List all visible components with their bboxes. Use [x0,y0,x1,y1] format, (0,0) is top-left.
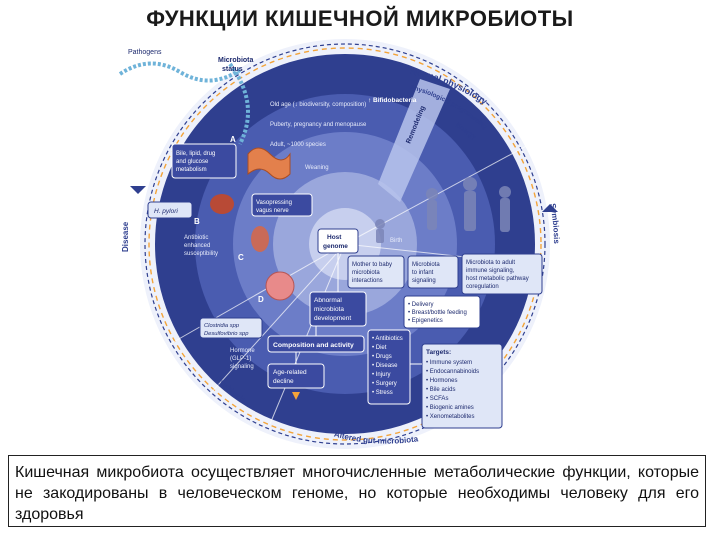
microbiota-adult-box [461,253,543,295]
factors-box [403,295,481,329]
caption: Кишечная микробиота осуществляет многочи… [8,455,706,527]
h-pylori-label: H. pylori [154,208,178,215]
age-related-line-1: Age-related [273,369,307,376]
antibiotic-line-3: susceptibility [184,251,218,257]
influence-item-3: • Drugs [372,354,392,360]
arrow-icons [130,186,558,212]
clostridia-line-1: Clostridia spp [204,323,240,329]
factor-item-3: • Epigenetics [408,318,443,324]
target-item-1: • Immune system [426,360,472,366]
page-title: ФУНКЦИИ КИШЕЧНОЙ МИКРОБИОТЫ [146,6,574,31]
host-genome-line-1: Host [327,234,342,241]
pathogens-label: Pathogens [128,49,162,56]
microbiota-adult-line-1: Microbiota to adult [466,260,515,266]
bile-lipid-line-2: and glucose [176,159,209,165]
microbiota-adult-line-3: host metabolic pathway [466,276,529,282]
target-item-4: • Bile acids [426,387,455,393]
microbiota-infant-line-3: signaling [412,278,436,284]
bile-lipid-line-3: metabolism [176,167,207,173]
composition-label: Composition and activity [273,342,354,349]
host-genome-line-2: genome [323,243,348,250]
stomach-icon [251,226,269,252]
spokes [169,143,531,425]
mother-baby-line-2: microbiota [352,270,380,276]
influence-item-7: • Stress [372,390,393,396]
abnormal-line-3: development [314,315,351,322]
circle-label-d: D [258,295,264,304]
disease-label: Disease [121,221,130,252]
vasopressin-box [251,193,313,217]
clostridia-box [199,317,263,339]
bile-lipid-line-1: Bile, lipid, drug [176,151,215,157]
factor-item-1: • Delivery [408,302,433,308]
clostridia-line-2: Desulfovibrio spp [204,331,249,337]
bile-lipid-box [171,143,237,179]
abnormal-line-1: Abnormal [314,297,342,304]
ring-note-4: Birth [390,238,402,244]
circle-label-b: B [194,217,200,226]
abnormal-line-2: microbiota [314,306,344,313]
microbiota-status-line-1: Microbiota [218,57,253,64]
microbiota-adult-line-4: coregulation [466,284,499,290]
mother-baby-box [347,255,405,289]
target-item-3: • Hormones [426,378,457,384]
ring-note-2: Adult, ~1000 species [270,142,326,148]
microbiota-infant-line-2: to infant [412,270,434,276]
targets-box [421,343,503,429]
influence-item-4: • Disease [372,363,398,369]
target-item-5: • SCFAs [426,396,448,402]
influence-item-1: • Antibiotics [372,336,403,342]
influences-box [367,329,411,405]
dashed-orbit [144,43,546,445]
orange-orbit [148,47,542,441]
targets-title: Targets: [426,349,451,356]
antibiotic-line-2: enhanced [184,243,210,249]
liver-icon [210,194,234,214]
hormone-line-3: signaling [230,364,254,370]
target-item-7: • Xenometabolites [426,414,474,420]
intestine-icon [247,147,291,180]
antibiotic-line-1: Antibiotic [184,235,208,241]
people-icons [375,177,511,243]
target-item-2: • Endocannabinoids [426,369,479,375]
hormone-line-2: (GLP-1) [230,356,251,362]
microbiota-status-line-2: status [222,66,243,73]
target-item-6: • Biogenic amines [426,405,474,411]
circle-label-a: A [230,135,236,144]
mother-baby-line-1: Mother to baby [352,262,392,268]
microbiota-adult-line-2: immune signaling, [466,268,515,274]
bifidobacteria-label: ↑ Bifidobacteria [368,97,417,104]
circle-label-c: C [238,253,244,262]
h-pylori-box [147,201,193,219]
microbiota-infant-box [407,255,459,289]
connector-lines [295,253,422,365]
factor-item-2: • Breast/bottle feeding [408,310,467,316]
influence-item-2: • Diet [372,345,387,351]
influence-item-5: • Injury [372,372,390,378]
vasopressin-line-2: vagus nerve [256,208,289,214]
ring-note-1: Puberty, pregnancy and menopause [270,122,367,128]
influence-item-6: • Surgery [372,381,397,387]
mother-baby-line-3: interactions [352,278,383,284]
ring-note-0: Old age (↓ biodiversity, composition) [270,102,366,108]
brain-icon [265,271,295,301]
hormone-line-1: Hormone [230,348,255,354]
microbiota-infant-line-1: Microbiota [412,262,440,268]
remodeling-band [378,79,450,202]
ring-note-3: Weaning [305,165,329,171]
age-related-line-2: decline [273,378,294,385]
decline-arrow-icon [292,392,300,400]
vasopressin-line-1: Vasopressing [256,200,292,206]
pathogens-icon [118,61,250,145]
microbiota-diagram: Old age (↓ biodiversity, composition) Pu… [118,39,561,449]
